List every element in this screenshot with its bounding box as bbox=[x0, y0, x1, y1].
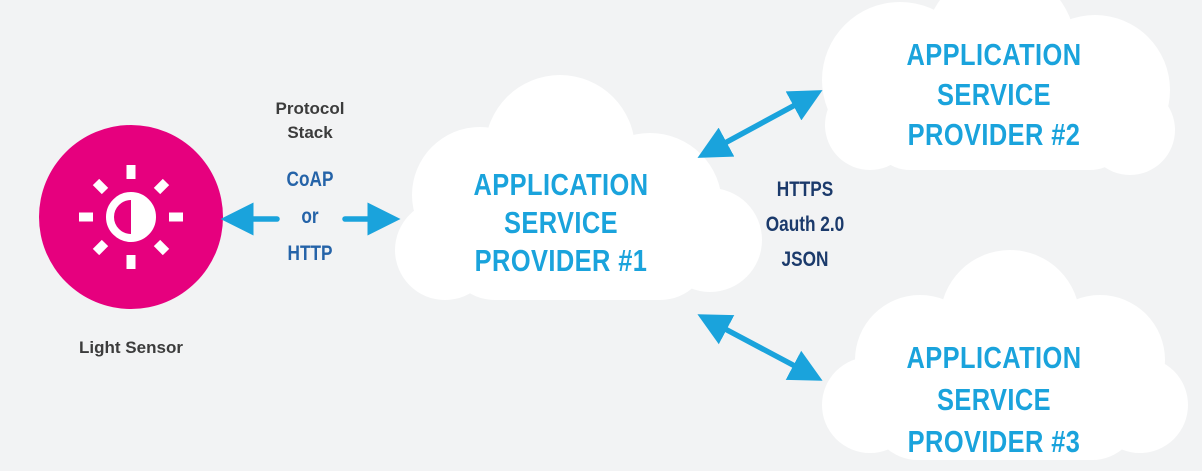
cloud-3-line-1: APPLICATION bbox=[906, 340, 1082, 375]
protocol-line-or: or bbox=[301, 205, 319, 228]
cloud-provider-1 bbox=[395, 75, 762, 300]
protocol-heading-line-2: Stack bbox=[287, 123, 333, 142]
cloud-1-line-3: PROVIDER #1 bbox=[474, 243, 648, 278]
interconnect-line-json: JSON bbox=[781, 248, 829, 271]
cloud-provider-2-label: APPLICATION SERVICE PROVIDER #2 bbox=[887, 35, 1100, 155]
protocol-line-http: HTTP bbox=[287, 242, 333, 265]
interconnect-protocols: HTTPS Oauth 2.0 JSON bbox=[748, 172, 863, 277]
protocol-heading-line-1: Protocol bbox=[275, 99, 345, 118]
cloud-2-line-2: SERVICE bbox=[936, 77, 1052, 112]
protocol-options: CoAP or HTTP bbox=[269, 161, 351, 272]
cloud-provider-3 bbox=[822, 250, 1188, 460]
cloud-provider-3-label: APPLICATION SERVICE PROVIDER #3 bbox=[887, 337, 1100, 463]
cloud-3-line-3: PROVIDER #3 bbox=[907, 424, 1081, 459]
protocol-stack-heading: Protocol Stack bbox=[250, 97, 370, 145]
cloud-1-line-1: APPLICATION bbox=[473, 167, 649, 202]
cloud-3-line-2: SERVICE bbox=[936, 382, 1052, 417]
cloud-1-line-2: SERVICE bbox=[503, 205, 619, 240]
cloud-2-line-1: APPLICATION bbox=[906, 37, 1082, 72]
cloud-provider-1-label: APPLICATION SERVICE PROVIDER #1 bbox=[454, 166, 667, 280]
arrow-provider-1-to-2 bbox=[697, 90, 823, 158]
cloud-provider-2 bbox=[822, 0, 1175, 175]
light-sensor bbox=[39, 125, 223, 309]
arrow-provider-1-to-3 bbox=[697, 314, 823, 381]
cloud-2-line-3: PROVIDER #2 bbox=[907, 117, 1081, 152]
brightness-half-fill bbox=[131, 196, 152, 238]
light-sensor-label: Light Sensor bbox=[79, 338, 183, 357]
interconnect-line-https: HTTPS bbox=[776, 178, 834, 201]
interconnect-line-oauth: Oauth 2.0 bbox=[765, 213, 845, 236]
protocol-line-coap: CoAP bbox=[286, 168, 334, 191]
